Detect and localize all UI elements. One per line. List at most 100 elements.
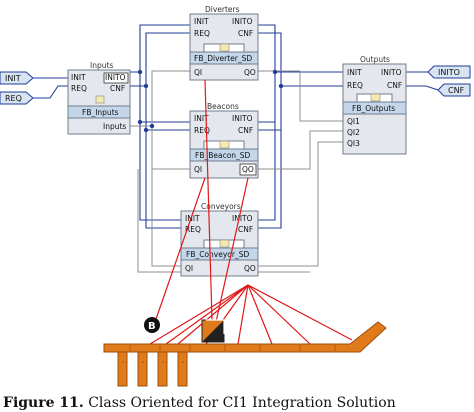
inito-highlight bbox=[103, 72, 129, 84]
block-instance-name: Inputs bbox=[90, 61, 113, 70]
port-label-qi: QI bbox=[185, 264, 193, 273]
mapping-lines bbox=[149, 79, 353, 345]
data-line bbox=[258, 141, 343, 267]
port-label-req: REQ bbox=[185, 225, 201, 234]
port-label-qo: QO bbox=[244, 68, 256, 77]
function-block-diverters[interactable]: Diverters INIT REQ INITO CNF FB_Diverter… bbox=[189, 5, 259, 81]
connection-line bbox=[139, 72, 190, 123]
connection-line bbox=[258, 122, 276, 221]
mapping-line bbox=[237, 284, 249, 345]
port-label-cnf: CNF bbox=[238, 225, 253, 234]
port-label-qi: QI bbox=[194, 165, 202, 174]
port-label-req: REQ bbox=[194, 126, 210, 135]
beacon-marker: B bbox=[144, 317, 160, 333]
connection-line bbox=[258, 72, 276, 123]
port-label-qi: QI bbox=[194, 68, 202, 77]
flag-label: CNF bbox=[448, 86, 465, 95]
connection-line bbox=[258, 130, 282, 229]
block-instance-name: Conveyors bbox=[201, 202, 241, 211]
connection-line bbox=[258, 86, 282, 131]
block-instance-name: Diverters bbox=[205, 5, 240, 14]
conveyor-branch bbox=[177, 351, 188, 387]
port-label-inito: INITO bbox=[232, 114, 253, 123]
port-label-init: INIT bbox=[71, 73, 86, 82]
conveyor-branch bbox=[117, 351, 128, 387]
data-line bbox=[258, 70, 343, 122]
port-label-init: INIT bbox=[185, 214, 200, 223]
flag-label: REQ bbox=[5, 94, 22, 103]
flag-label: INIT bbox=[5, 74, 21, 83]
flag-label: INITO bbox=[438, 68, 460, 77]
mapping-line bbox=[247, 284, 353, 341]
connection-line bbox=[258, 24, 343, 73]
port-label-init: INIT bbox=[194, 114, 209, 123]
function-block-beacons[interactable]: Beacons INIT REQ INITO CNF FB_Beacon_SD … bbox=[189, 102, 259, 179]
port-label-inito: INITO bbox=[381, 68, 402, 77]
junction-dot bbox=[272, 69, 278, 75]
block-icon bbox=[219, 239, 230, 248]
input-flag-init: INIT bbox=[0, 71, 34, 85]
diverter-unit-icon bbox=[201, 319, 225, 343]
data-line bbox=[151, 169, 181, 267]
junction-dot bbox=[143, 127, 149, 133]
output-flag-cnf: CNF bbox=[437, 83, 471, 97]
port-label-inputs: Inputs bbox=[103, 122, 126, 131]
junction-dot bbox=[149, 123, 155, 129]
block-icon bbox=[219, 43, 230, 52]
port-label-qi1: QI1 bbox=[347, 117, 360, 126]
mapping-line bbox=[165, 284, 249, 345]
port-label-init: INIT bbox=[347, 68, 362, 77]
port-label-cnf: CNF bbox=[238, 126, 253, 135]
track-segment-ticks bbox=[122, 345, 336, 363]
conveyor-layout: B bbox=[103, 317, 387, 387]
input-flag-req: REQ bbox=[0, 91, 34, 105]
block-icon bbox=[219, 140, 230, 149]
data-line bbox=[151, 126, 190, 170]
mapping-line bbox=[215, 177, 249, 323]
port-label-qi3: QI3 bbox=[347, 139, 360, 148]
connection-line bbox=[130, 32, 190, 87]
block-type-label: FB_Beacon_SD bbox=[195, 151, 251, 160]
port-label-cnf: CNF bbox=[387, 81, 402, 90]
junction-dot bbox=[137, 69, 143, 75]
connection-junctions bbox=[137, 69, 284, 133]
port-label-cnf: CNF bbox=[238, 29, 253, 38]
mapping-line bbox=[247, 284, 311, 345]
mapping-line bbox=[154, 177, 206, 323]
mapping-line bbox=[177, 284, 249, 345]
port-label-inito: INITO bbox=[232, 214, 253, 223]
block-instance-name: Beacons bbox=[207, 102, 239, 111]
block-type-label: FB_Conveyor_SD bbox=[186, 250, 249, 259]
mapping-line bbox=[247, 284, 273, 345]
beacon-marker-label: B bbox=[148, 321, 156, 332]
figure-caption: Figure 11. Class Oriented for CI1 Integr… bbox=[3, 395, 473, 411]
data-line bbox=[130, 70, 190, 127]
connection-line bbox=[139, 122, 181, 221]
block-type-label: FB_Inputs bbox=[82, 108, 119, 117]
block-type-label: FB_Diverter_SD bbox=[194, 54, 252, 63]
function-block-outputs[interactable]: Outputs INIT REQ INITO CNF FB_Outputs QI… bbox=[342, 55, 407, 155]
function-block-conveyors[interactable]: Conveyors INIT REQ INITO CNF FB_Conveyor… bbox=[180, 202, 259, 277]
block-type-label: FB_Outputs bbox=[352, 104, 395, 113]
port-label-init: INIT bbox=[194, 17, 209, 26]
block-instance-name: Outputs bbox=[360, 55, 390, 64]
port-label-qo: QO bbox=[244, 264, 256, 273]
port-label-req: REQ bbox=[194, 29, 210, 38]
conveyor-branch bbox=[137, 351, 148, 387]
connection-line bbox=[130, 24, 190, 73]
output-flag-inito: INITO bbox=[427, 65, 471, 79]
port-label-cnf: CNF bbox=[110, 84, 125, 93]
conveyor-branch bbox=[157, 351, 168, 387]
port-label-inito: INITO bbox=[105, 73, 126, 82]
qo-highlight bbox=[239, 163, 257, 176]
connection-line bbox=[145, 86, 190, 131]
port-label-qo: QO bbox=[242, 165, 254, 174]
mapping-line bbox=[149, 284, 249, 345]
junction-dot bbox=[137, 119, 143, 125]
function-block-inputs[interactable]: Inputs INIT REQ INITO CNF FB_Inputs Inpu… bbox=[67, 61, 131, 135]
block-icon bbox=[370, 93, 381, 102]
connection-line bbox=[145, 130, 181, 229]
data-line bbox=[258, 130, 343, 170]
block-icon bbox=[95, 95, 105, 104]
